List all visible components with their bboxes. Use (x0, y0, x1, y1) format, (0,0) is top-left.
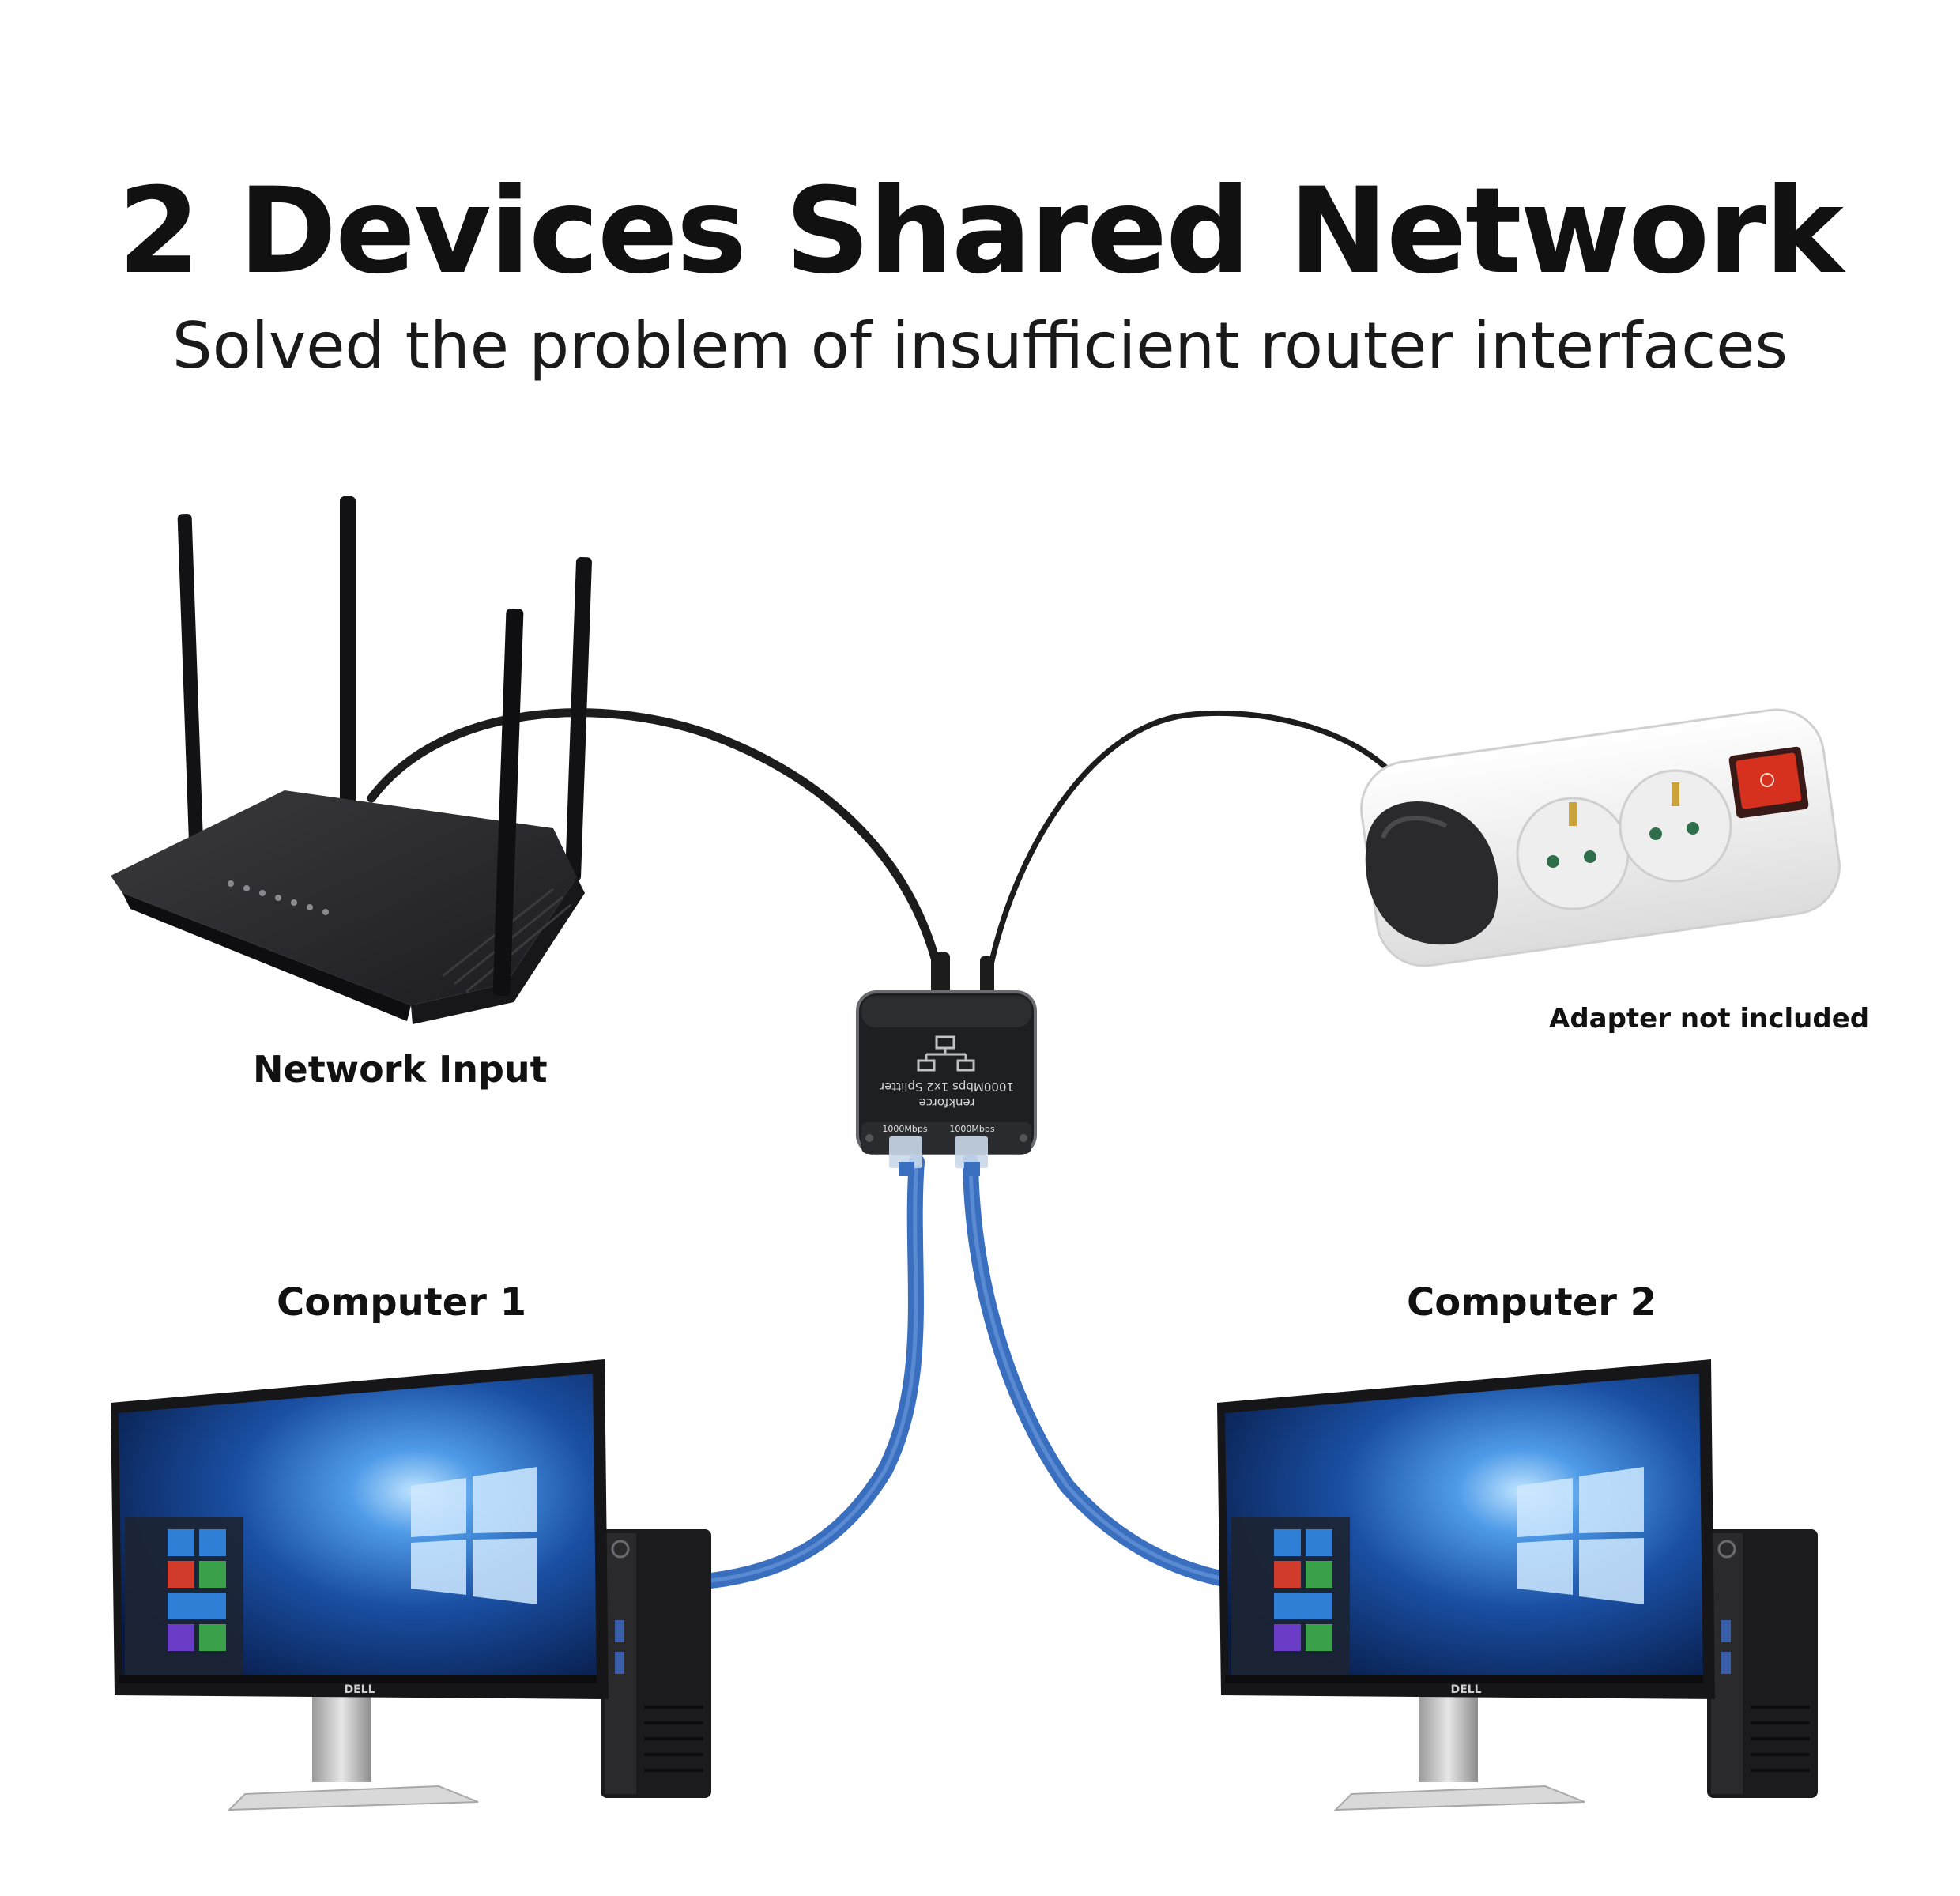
windows-logo-icon (411, 1467, 537, 1604)
adapter-note-label: Adapter not included (1549, 1003, 1870, 1035)
page-subtitle: Solved the problem of insufficient route… (172, 309, 1788, 383)
windows-logo-icon (1517, 1467, 1644, 1604)
computer-2-stand (1333, 1675, 1585, 1811)
start-menu (1231, 1517, 1350, 1675)
network-input-label: Network Input (253, 1048, 548, 1091)
computer-2-label: Computer 2 (1407, 1280, 1657, 1325)
computer-1-label: Computer 1 (277, 1280, 527, 1325)
computer-1-tower (601, 1529, 711, 1798)
network-topology-icon (917, 1035, 975, 1072)
power-strip (1360, 708, 1841, 967)
computer-2-tower (1707, 1529, 1818, 1798)
computer-2: DELL (1217, 1359, 1818, 1811)
page-title: 2 Devices Shared Network (118, 163, 1844, 300)
computer-1: DELL (111, 1359, 711, 1811)
splitter-port-1-label: 1000Mbps (882, 1124, 927, 1134)
router-led-row (228, 880, 329, 915)
splitter-brand-label: renkforce (918, 1095, 974, 1110)
router (111, 496, 592, 1024)
blue-cable-1 (703, 1154, 925, 1589)
blue-cable-2 (963, 1154, 1241, 1589)
power-adapter (1365, 801, 1498, 945)
router-cable (367, 708, 945, 985)
power-switch (1728, 746, 1809, 819)
splitter-model-label: 1000Mbps 1x2 Splitter (879, 1080, 1014, 1094)
computer-2-monitor-brand: DELL (1450, 1683, 1481, 1696)
start-menu (125, 1517, 243, 1675)
computer-1-monitor-brand: DELL (344, 1683, 375, 1696)
power-cable (985, 710, 1422, 983)
network-splitter: 1000Mbps 1x2 Splitter renkforce 1000Mbps… (856, 952, 1037, 1176)
splitter-port-2-label: 1000Mbps (949, 1124, 994, 1134)
